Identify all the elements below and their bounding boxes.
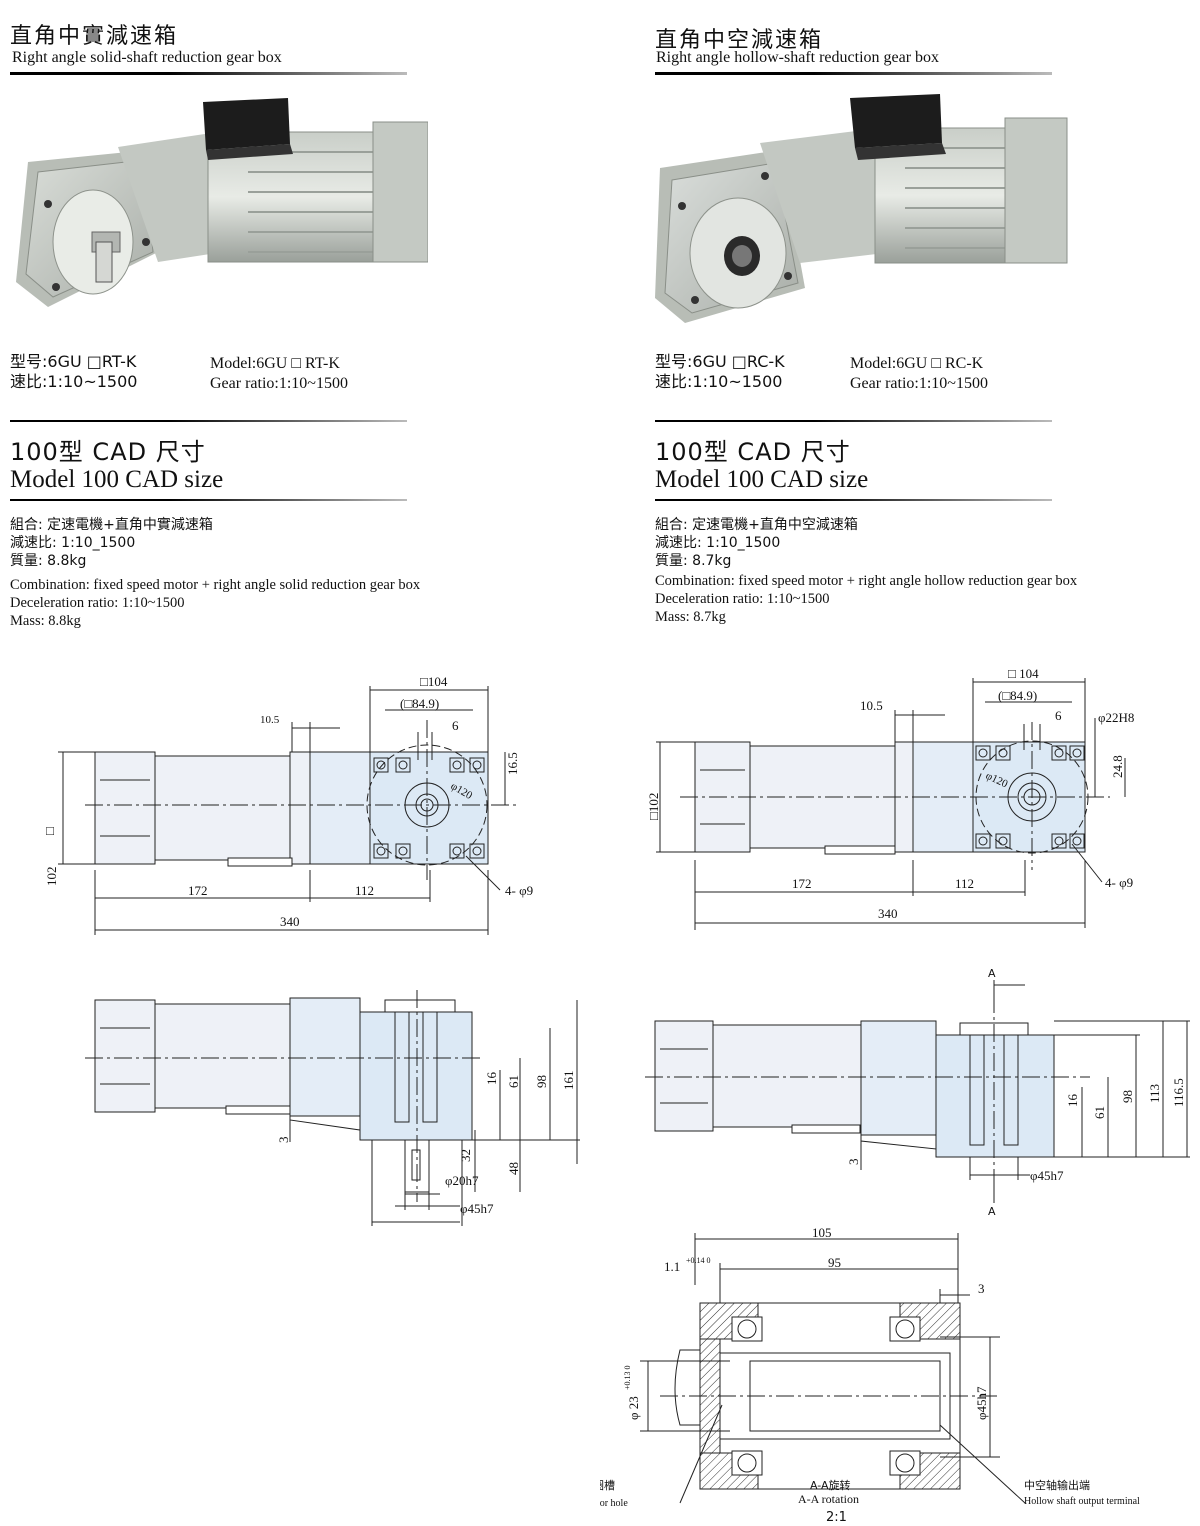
right-side-dim-98: 98 <box>1120 1090 1135 1103</box>
right-title-rule <box>655 72 1052 75</box>
left-combo-en: Combination: fixed speed motor + right a… <box>10 577 421 593</box>
left-ratio-en: Gear ratio:1:10~1500 <box>210 375 348 392</box>
left-dim-6: 6 <box>452 718 459 733</box>
right-decel-en: Deceleration ratio: 1:10~1500 <box>655 591 830 607</box>
right-cad-title-cn: 100型 CAD 尺寸 <box>655 438 851 466</box>
left-side-view-drawing: 16 61 98 161 48 32 3 φ20h7 φ45h7 <box>85 990 580 1226</box>
left-model-en: Model:6GU □ RT-K <box>210 355 340 372</box>
right-dim-phi22: φ22H8 <box>1098 710 1134 725</box>
left-cad-title-cn: 100型 CAD 尺寸 <box>10 438 206 466</box>
section-rotation-cn: A-A旋转 <box>810 1478 851 1492</box>
right-mass-en: Mass: 8.7kg <box>655 609 726 625</box>
right-side-dim-16: 16 <box>1065 1094 1080 1108</box>
right-model-cn: 型号:6GU □RC-K <box>655 352 785 371</box>
section-scale: 2:1 <box>826 1510 847 1525</box>
section-dim-3: 3 <box>978 1281 985 1296</box>
right-side-dim-3: 3 <box>846 1159 861 1166</box>
section-dim-95: 95 <box>828 1255 841 1270</box>
left-top-view-drawing: □104 (□84.9) 10.5 6 16.5 φ120 □ 102 172 … <box>42 674 533 935</box>
right-dim-holes: 4- φ9 <box>1105 875 1133 890</box>
right-side-dim-116-5: 116.5 <box>1171 1078 1186 1107</box>
right-decel-cn: 減速比: 1:10_1500 <box>655 535 781 551</box>
section-dim-1-1-tol: +0.14 0 <box>686 1256 711 1265</box>
left-side-dim-phi20: φ20h7 <box>445 1173 479 1188</box>
right-side-view-drawing: A A 16 61 98 113 116.5 3 φ45h7 <box>645 967 1190 1218</box>
section-a-a-drawing: 105 95 1.1 +0.14 0 3 φ 23 +0.13 0 φ45h7 … <box>600 1225 1140 1525</box>
right-model-en: Model:6GU □ RC-K <box>850 355 984 372</box>
right-dim-sq849: (□84.9) <box>998 688 1037 703</box>
left-dim-sq: □ <box>42 827 57 835</box>
right-dim-340: 340 <box>878 906 898 921</box>
left-title-en: Right angle solid-shaft reduction gear b… <box>12 49 282 66</box>
left-cad-title-en: Model 100 CAD size <box>10 466 224 493</box>
right-title-en: Right angle hollow-shaft reduction gear … <box>656 49 940 66</box>
left-side-dim-32: 32 <box>458 1149 473 1162</box>
right-dim-10-5: 10.5 <box>860 698 883 713</box>
left-dim-10-5: 10.5 <box>260 714 280 726</box>
left-side-dim-16: 16 <box>484 1072 499 1086</box>
left-side-dim-98: 98 <box>534 1075 549 1088</box>
section-dim-105: 105 <box>812 1225 832 1240</box>
left-dim-sq849: (□84.9) <box>400 696 439 711</box>
right-mass-cn: 質量: 8.7kg <box>655 553 732 569</box>
left-dim-holes: 4- φ9 <box>505 883 533 898</box>
right-side-dim-61: 61 <box>1092 1106 1107 1119</box>
left-dim-340: 340 <box>280 914 300 929</box>
section-dim-phi23-tol: +0.13 0 <box>623 1365 632 1390</box>
right-cad-rule-top <box>655 420 1052 422</box>
left-combo-cn: 組合: 定速電機+直角中實減速箱 <box>10 517 213 533</box>
right-combo-cn: 組合: 定速電機+直角中空減速箱 <box>655 517 858 533</box>
left-mass-cn: 質量: 8.8kg <box>10 553 87 569</box>
section-dim-phi45: φ45h7 <box>974 1386 989 1420</box>
right-combo-en: Combination: fixed speed motor + right a… <box>655 573 1078 589</box>
right-side-label-a-top: A <box>988 967 996 980</box>
left-dim-sq104: □104 <box>420 674 448 689</box>
section-hollow-en: Hollow shaft output terminal <box>1024 1496 1140 1507</box>
left-decel-cn: 減速比: 1:10_1500 <box>10 535 136 551</box>
left-model-cn: 型号:6GU □RT-K <box>10 352 137 371</box>
left-dim-112: 112 <box>355 883 374 898</box>
left-title-rule <box>10 72 407 75</box>
left-side-dim-3: 3 <box>276 1137 291 1144</box>
left-side-dim-61: 61 <box>506 1075 521 1088</box>
left-side-dim-48: 48 <box>506 1162 521 1175</box>
left-ratio-cn: 速比:1:10~1500 <box>10 372 138 391</box>
right-dim-6: 6 <box>1055 708 1062 723</box>
left-title-cn: 直角中實減速箱 <box>10 24 179 49</box>
right-side-dim-phi45: φ45h7 <box>1030 1168 1064 1183</box>
right-dim-24-8: 24.8 <box>1110 755 1125 778</box>
section-rotation-en: A-A rotation <box>798 1492 859 1506</box>
right-title-cn: 直角中空減速箱 <box>655 28 824 53</box>
section-slot-en: Slot of circlips for hole <box>600 1498 628 1509</box>
right-cad-title-en: Model 100 CAD size <box>655 466 869 493</box>
right-ratio-en: Gear ratio:1:10~1500 <box>850 375 988 392</box>
right-side-label-a-bottom: A <box>988 1205 996 1218</box>
left-product-photo <box>16 98 428 307</box>
right-dim-sq104: □ 104 <box>1008 666 1039 681</box>
right-product-photo <box>655 94 1068 323</box>
right-top-view-drawing: □ 104 (□84.9) 10.5 6 φ22H8 24.8 φ120 □10… <box>646 666 1134 930</box>
left-dim-102: 102 <box>44 867 59 887</box>
right-cad-rule-bottom <box>655 499 1052 501</box>
left-cad-rule-bottom <box>10 499 407 501</box>
section-hollow-cn: 中空轴输出端 <box>1024 1478 1090 1492</box>
left-decel-en: Deceleration ratio: 1:10~1500 <box>10 595 185 611</box>
right-dim-172: 172 <box>792 876 812 891</box>
section-dim-phi23: φ 23 <box>626 1396 641 1420</box>
left-side-dim-161: 161 <box>561 1071 576 1091</box>
right-ratio-cn: 速比:1:10~1500 <box>655 372 783 391</box>
left-cad-rule-top <box>10 420 407 422</box>
left-mass-en: Mass: 8.8kg <box>10 613 81 629</box>
left-dim-172: 172 <box>188 883 208 898</box>
right-side-dim-113: 113 <box>1147 1084 1162 1103</box>
left-side-dim-phi45: φ45h7 <box>460 1201 494 1216</box>
section-slot-cn: 孔用弹性挡圈槽 <box>600 1478 615 1492</box>
left-dim-16-5: 16.5 <box>505 752 520 775</box>
section-dim-1-1: 1.1 <box>664 1259 680 1274</box>
right-dim-112: 112 <box>955 876 974 891</box>
right-dim-sq102: □102 <box>646 793 661 820</box>
